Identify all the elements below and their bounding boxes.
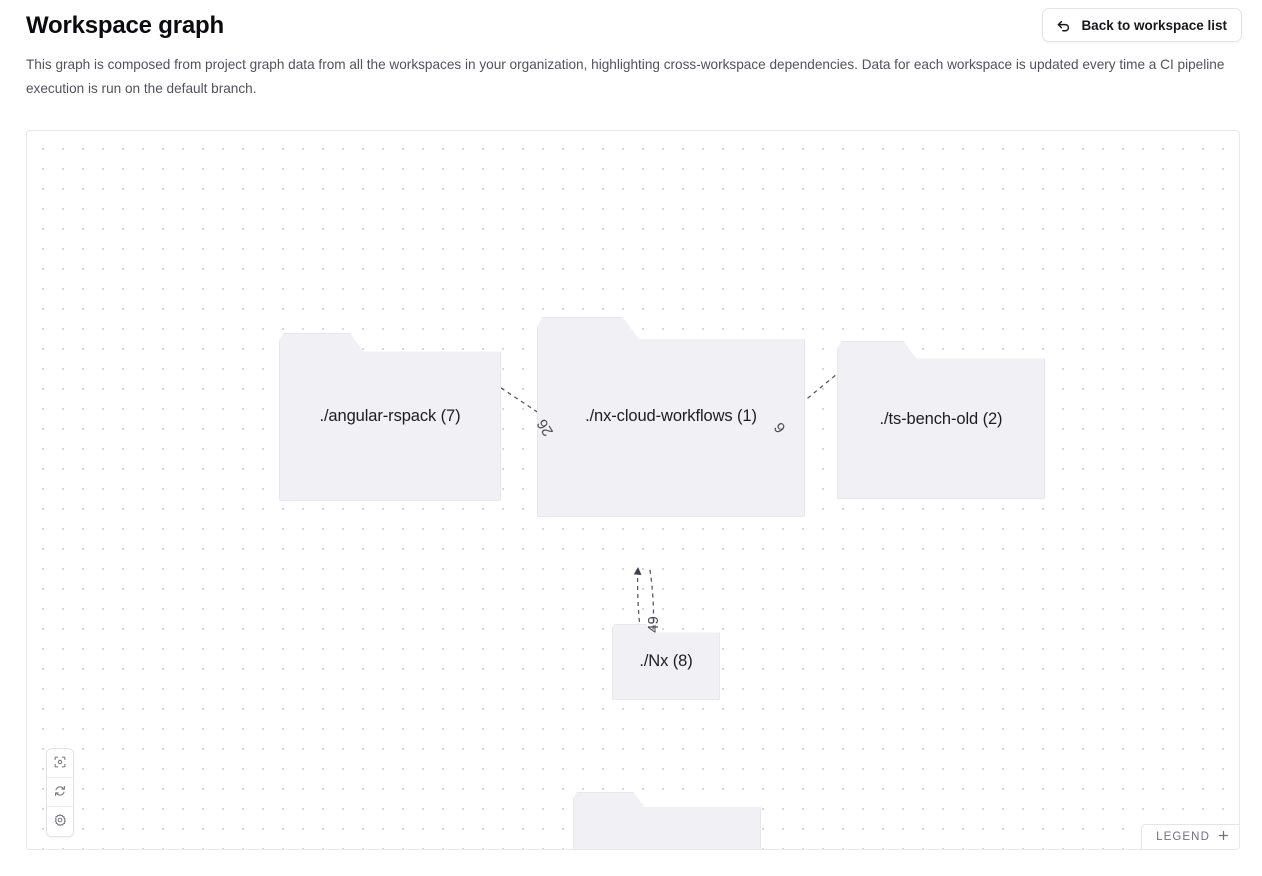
page-title: Workspace graph [26, 12, 224, 39]
graph-node-label: ./Nx (8) [639, 651, 693, 670]
graph-node-nx[interactable]: ./Nx (8) [612, 624, 720, 700]
graph-toolbar[interactable] [46, 748, 74, 837]
legend-toggle[interactable]: LEGEND [1141, 824, 1239, 849]
workspace-graph-canvas[interactable]: ./angular-rspack (7) ./nx-cloud-workflow… [26, 130, 1240, 850]
gear-icon [53, 813, 67, 830]
back-arrow-icon [1055, 17, 1072, 34]
graph-node-nx-cloud-workflows[interactable]: ./nx-cloud-workflows (1) [537, 317, 805, 517]
graph-node-label: ./nx-console (3) [611, 850, 723, 851]
page-description: This graph is composed from project grap… [26, 57, 1225, 96]
graph-settings-button[interactable] [47, 807, 73, 836]
plus-icon [1218, 828, 1229, 846]
refresh-graph-button[interactable] [47, 778, 73, 807]
graph-node-label: ./ts-bench-old (2) [879, 409, 1003, 428]
legend-label: LEGEND [1156, 831, 1210, 843]
focus-target-icon [53, 755, 67, 772]
graph-node-ts-bench-old[interactable]: ./ts-bench-old (2) [837, 341, 1045, 499]
graph-node-angular-rspack[interactable]: ./angular-rspack (7) [279, 333, 501, 501]
refresh-icon [53, 784, 67, 801]
focus-graph-button[interactable] [47, 749, 73, 778]
graph-node-label: ./nx-cloud-workflows (1) [585, 406, 757, 425]
graph-node-nx-console[interactable]: ./nx-console (3) [573, 792, 761, 851]
page-header: Workspace graph Back to workspace list T… [26, 0, 1242, 110]
back-to-workspace-list-button[interactable]: Back to workspace list [1042, 8, 1242, 42]
back-button-label: Back to workspace list [1081, 17, 1227, 33]
graph-node-label: ./angular-rspack (7) [319, 406, 461, 425]
